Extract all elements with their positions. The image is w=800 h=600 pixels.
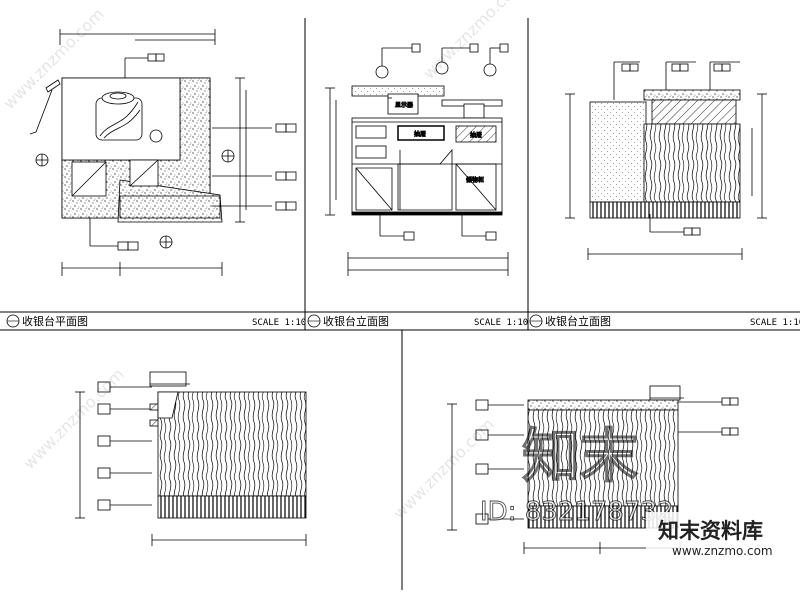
elevation-bottom-left bbox=[75, 371, 307, 546]
front-elevation: 显示器 抽屉 抽屉 储物柜 bbox=[325, 43, 509, 276]
plan-scale: SCALE 1:10 bbox=[252, 318, 306, 328]
plan-title: 收银台平面图 bbox=[22, 314, 88, 328]
elevation-bottom-right bbox=[447, 385, 739, 554]
drawer-b-label: 抽屉 bbox=[470, 131, 482, 139]
side-scale: SCALE 1:10 bbox=[750, 318, 800, 328]
brand-name: 知末资料库 bbox=[658, 519, 763, 543]
cabinet-label: 储物柜 bbox=[466, 176, 484, 184]
plan-view bbox=[29, 29, 297, 276]
panel-grid bbox=[0, 18, 800, 590]
watermark-id: ID: 832178732 bbox=[480, 497, 674, 527]
drawer-a-label: 抽屉 bbox=[414, 130, 426, 138]
watermark-logo: 知末 bbox=[522, 422, 638, 490]
monitor-label: 显示器 bbox=[395, 102, 413, 109]
side-elevation bbox=[565, 61, 767, 260]
watermark-diagonal-2: www.znzmo.com bbox=[419, 0, 527, 83]
title-block-side: 收银台立面图 SCALE 1:10 bbox=[529, 314, 800, 328]
side-title: 收银台立面图 bbox=[545, 314, 611, 328]
front-scale: SCALE 1:10 bbox=[474, 318, 528, 328]
title-block-plan: 收银台平面图 SCALE 1:10 bbox=[6, 314, 306, 328]
brand-url: www.znzmo.com bbox=[672, 544, 773, 558]
title-block-front: 收银台立面图 SCALE 1:10 bbox=[307, 314, 528, 328]
brand-badge: 知末资料库 www.znzmo.com bbox=[646, 512, 796, 560]
watermark-diagonal-3: www.znzmo.com bbox=[19, 365, 127, 473]
front-title: 收银台立面图 bbox=[323, 314, 389, 328]
